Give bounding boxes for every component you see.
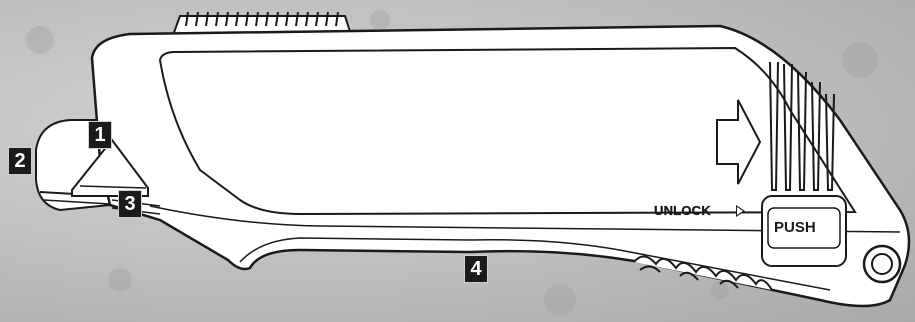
callout-2: 2 [8,147,32,175]
callout-3: 3 [118,190,142,218]
lanyard-hole [864,246,900,282]
unlock-arrow-icon [736,205,745,217]
push-label: PUSH [774,219,816,236]
callout-1: 1 [88,121,112,149]
unlock-label: UNLOCK [654,203,711,218]
callout-4: 4 [464,255,488,283]
